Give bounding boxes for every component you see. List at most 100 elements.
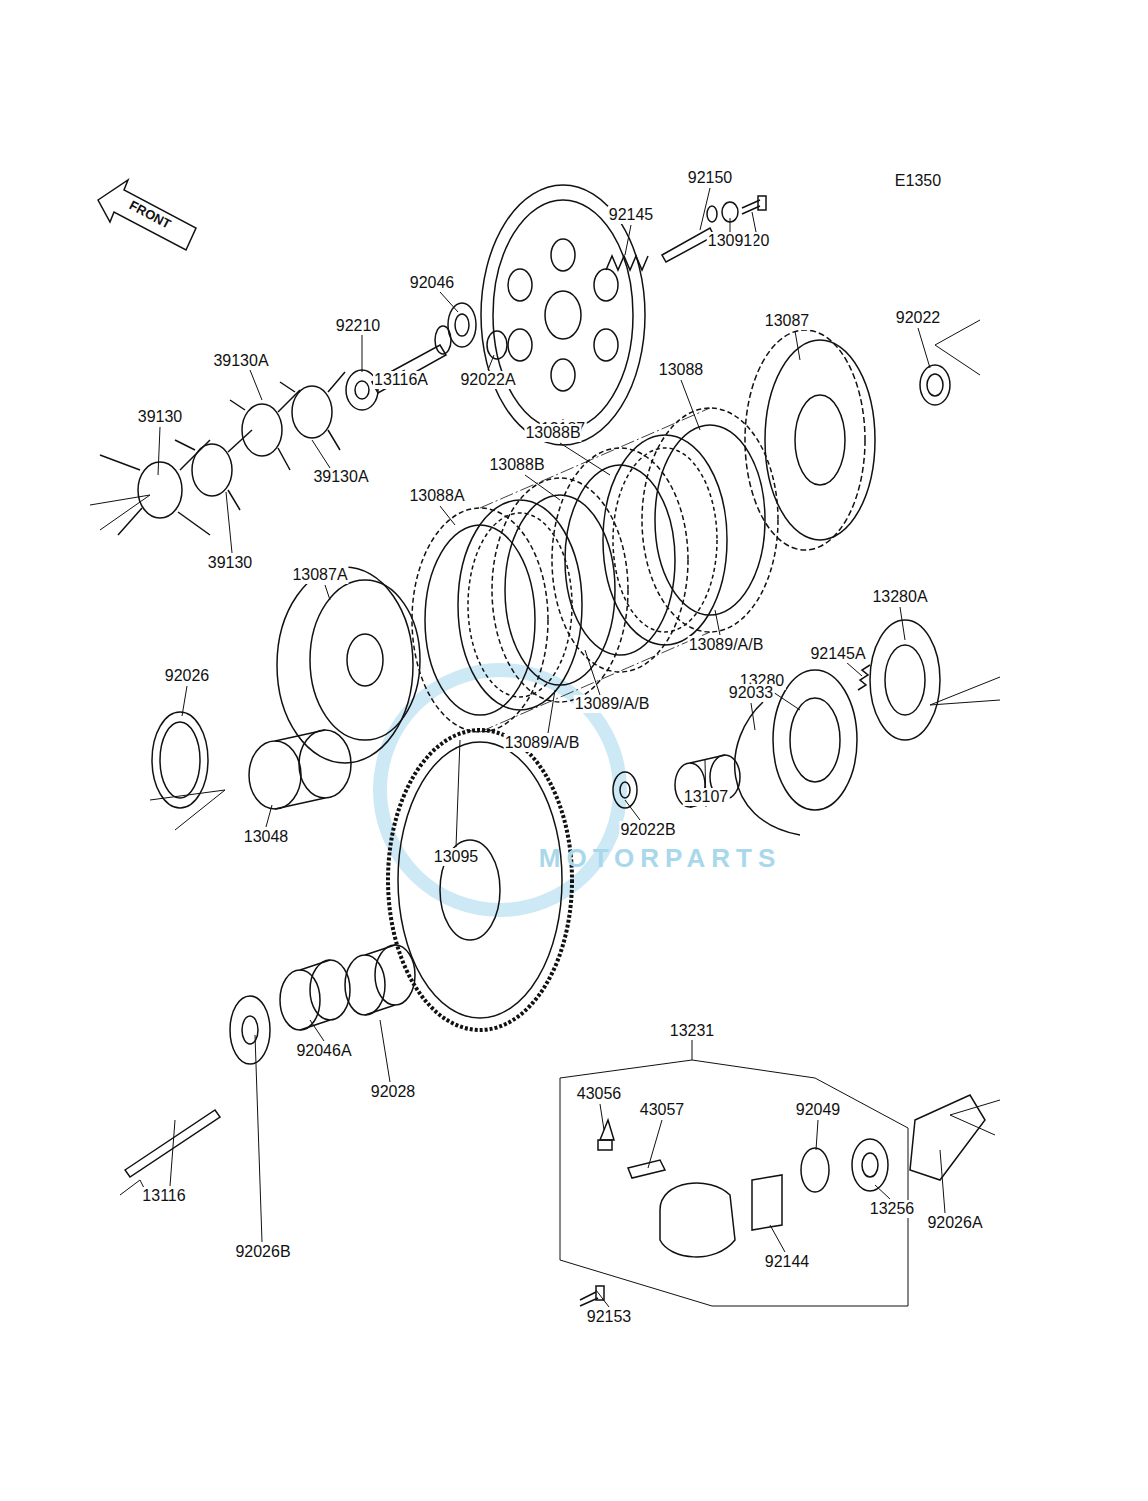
- leader-lines: [770, 1225, 785, 1252]
- clutch-plates: [655, 425, 765, 615]
- leader-lines: [681, 380, 700, 430]
- diagram-code: E1350: [894, 172, 942, 190]
- callout-number: 92046A: [295, 1042, 352, 1060]
- shaft-parts: [125, 945, 415, 1177]
- leader-lines: [846, 662, 862, 676]
- callout-number: 92049: [795, 1101, 842, 1119]
- callout-number: 92153: [586, 1308, 633, 1326]
- inner-parts: [620, 782, 630, 798]
- friction-lock-plates: [280, 372, 345, 450]
- spring-bolt: [722, 202, 738, 222]
- bearing: [920, 365, 950, 405]
- pressure-plate: [481, 185, 645, 445]
- callout-number: 92144: [764, 1253, 811, 1271]
- friction-lock-plates: [138, 462, 182, 518]
- leader-lines: [255, 1035, 262, 1242]
- pressure-plate: [481, 185, 645, 445]
- washer: [160, 722, 200, 798]
- callout-number: 39130A: [212, 352, 269, 370]
- leader-lines: [900, 607, 905, 640]
- chain-lines: [480, 408, 710, 732]
- callout-number: 92026B: [234, 1243, 291, 1261]
- inner-parts: [885, 645, 925, 715]
- clutch-plates: [552, 448, 688, 672]
- callout-number: 92026: [164, 667, 211, 685]
- clutch-boss: [277, 567, 413, 763]
- callout-number: 13089/A/B: [688, 636, 765, 654]
- leader-lines: [312, 440, 330, 468]
- clutch-boss: [347, 634, 383, 686]
- leader-lines: [600, 1104, 604, 1130]
- shaft-parts: [345, 955, 385, 1015]
- inner-parts: [858, 665, 870, 690]
- callout-number: 92145: [608, 206, 655, 224]
- slave-cylinder: [598, 1140, 612, 1150]
- callout-number: 92145A: [809, 645, 866, 663]
- leader-lines: [875, 1185, 890, 1199]
- clutch-housing: [398, 742, 562, 1018]
- leader-lines: [325, 585, 330, 600]
- leader-lines: [456, 740, 460, 847]
- bearing: [927, 374, 943, 396]
- clutch-plates: [412, 408, 778, 732]
- callout-number: 13116: [141, 1187, 186, 1205]
- shaft-parts: [310, 960, 350, 1020]
- callout-number: 92210: [335, 317, 382, 335]
- callout-number: 13089/A/B: [504, 734, 581, 752]
- clutch-housing: [388, 730, 572, 1030]
- pressure-plate: [493, 200, 633, 430]
- clutch-boss: [277, 567, 420, 763]
- slave-cylinder: [596, 1286, 604, 1300]
- clutch-plates: [412, 508, 548, 732]
- pressure-plate: [551, 359, 575, 391]
- leader-lines: [770, 690, 800, 710]
- pressure-plate: [551, 239, 575, 271]
- pointer-marks: [930, 677, 1000, 705]
- callout-number: 13088B: [524, 424, 581, 442]
- chain-lines: [480, 632, 710, 732]
- friction-lock-plates: [175, 430, 252, 510]
- shaft-parts: [375, 945, 415, 1005]
- leader-lines: [170, 1120, 175, 1186]
- pressure-plate: [594, 269, 618, 301]
- inner-parts: [613, 772, 637, 808]
- callout-number: 13280A: [871, 588, 928, 606]
- slave-cylinder: [660, 1183, 735, 1257]
- clutch-hub-inner: [795, 395, 845, 485]
- clutch-hub-inner: [765, 340, 875, 540]
- leader-lines: [158, 427, 160, 475]
- callout-number: 13256: [869, 1200, 916, 1218]
- watermark: MOTORPARTS: [538, 849, 782, 867]
- group-bracket: [560, 1040, 908, 1306]
- clutch-plates: [565, 465, 675, 655]
- direction-label: FRONT: [125, 196, 175, 234]
- friction-lock-plates: [192, 444, 232, 496]
- callout-number: 13091: [707, 232, 754, 250]
- leader-lines: [940, 1150, 945, 1213]
- callout-number: 92022B: [619, 821, 676, 839]
- leader-lines: [250, 370, 262, 400]
- slave-cylinder: [862, 1153, 878, 1177]
- pressure-plate: [545, 291, 581, 339]
- hub-sleeve: [249, 730, 351, 809]
- friction-lock-plates: [100, 440, 210, 535]
- inner-parts: [613, 620, 940, 835]
- callout-number: 92022: [895, 309, 942, 327]
- callout-number: 43057: [639, 1101, 686, 1119]
- callout-number: 13087: [764, 312, 811, 330]
- friction-lock-plates: [100, 372, 345, 535]
- pointer-marks: [90, 495, 150, 530]
- leader-lines: [158, 188, 945, 1307]
- shaft-parts: [280, 970, 320, 1030]
- chain-lines: [480, 408, 710, 508]
- lifter-parts: [355, 381, 369, 399]
- leader-lines: [362, 335, 363, 372]
- leader-lines: [918, 328, 930, 368]
- pointer-marks: [950, 1100, 1000, 1135]
- callout-number: 92150: [687, 169, 734, 187]
- clutch-hub-inner: [765, 340, 875, 540]
- clutch-hub: [745, 330, 865, 550]
- clutch-plates: [458, 500, 582, 710]
- callout-number: 92033: [728, 684, 775, 702]
- slave-cylinder: [801, 1148, 829, 1192]
